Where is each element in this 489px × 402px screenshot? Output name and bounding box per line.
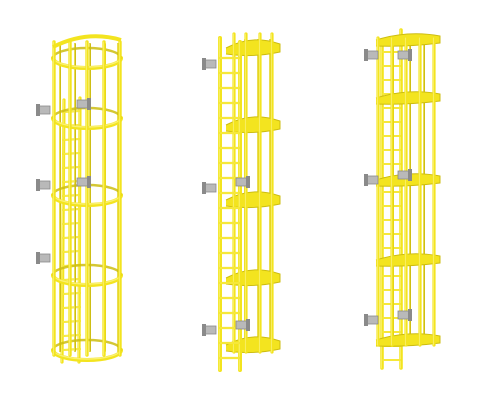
ladder-left-stile-right-highlight [77,97,80,363]
caged-ladder-right [364,28,441,370]
ladder-middle-wall-bracket [202,324,217,336]
ladder-right-cage-hoop [375,33,441,47]
ladder-left-stile-left [60,98,66,364]
ladder-left-wall-bracket [36,179,51,191]
ladder-right-inner-bracket [397,169,412,181]
ladder-right-wall-bracket-flange [364,174,368,186]
ladder-right-inner-bracket-flange [408,49,412,61]
ladder-middle-inner-bracket-flange [246,176,250,188]
ladder-right-cage-hoop [375,253,441,267]
ladder-left-inner-bracket [76,176,91,188]
ladder-left-stile-left-highlight [60,99,64,363]
ladder-middle-wall-bracket [202,58,217,70]
ladder-left-cage-hoop-highlight [52,348,122,360]
ladder-right-inner-bracket [397,309,412,321]
ladder-left-inner-bracket-flange [87,176,91,188]
ladder-right-inner-bracket [397,49,412,61]
ladder-middle-wall-bracket-flange [202,182,206,194]
ladder-left-wall-bracket-flange [36,104,40,116]
ladder-right-inner-bracket-flange [408,309,412,321]
ladder-middle-inner-bracket [235,176,250,188]
ladder-left-wall-bracket-flange [36,252,40,264]
ladder-left-cage-hoop [51,348,123,362]
ladder-right-wall-bracket [364,49,379,61]
ladder-left-wall-bracket [36,104,51,116]
ladder-right-wall-bracket-flange [364,314,368,326]
ladder-middle-inner-bracket-flange [246,319,250,331]
caged-ladder-middle [202,32,281,372]
ladder-middle-wall-bracket-flange [202,58,206,70]
ladder-right-wall-bracket [364,174,379,186]
ladder-left-wall-bracket-flange [36,179,40,191]
ladder-right-cage-hoop [375,333,441,347]
ladder-right-inner-bracket-flange [408,169,412,181]
ladder-left-inner-bracket-flange [87,98,91,110]
ladder-left-top-hoop [52,34,122,49]
ladder-right-wall-bracket-flange [364,49,368,61]
ladder-right-wall-bracket [364,314,379,326]
ladder-middle-wall-bracket [202,182,217,194]
ladder-middle-wall-bracket-flange [202,324,206,336]
ladder-middle-inner-bracket [235,319,250,331]
caged-ladder-left [36,34,123,364]
ladder-left-wall-bracket [36,252,51,264]
ladder-left-stile-right [77,96,82,364]
ladder-left-inner-bracket [76,98,91,110]
